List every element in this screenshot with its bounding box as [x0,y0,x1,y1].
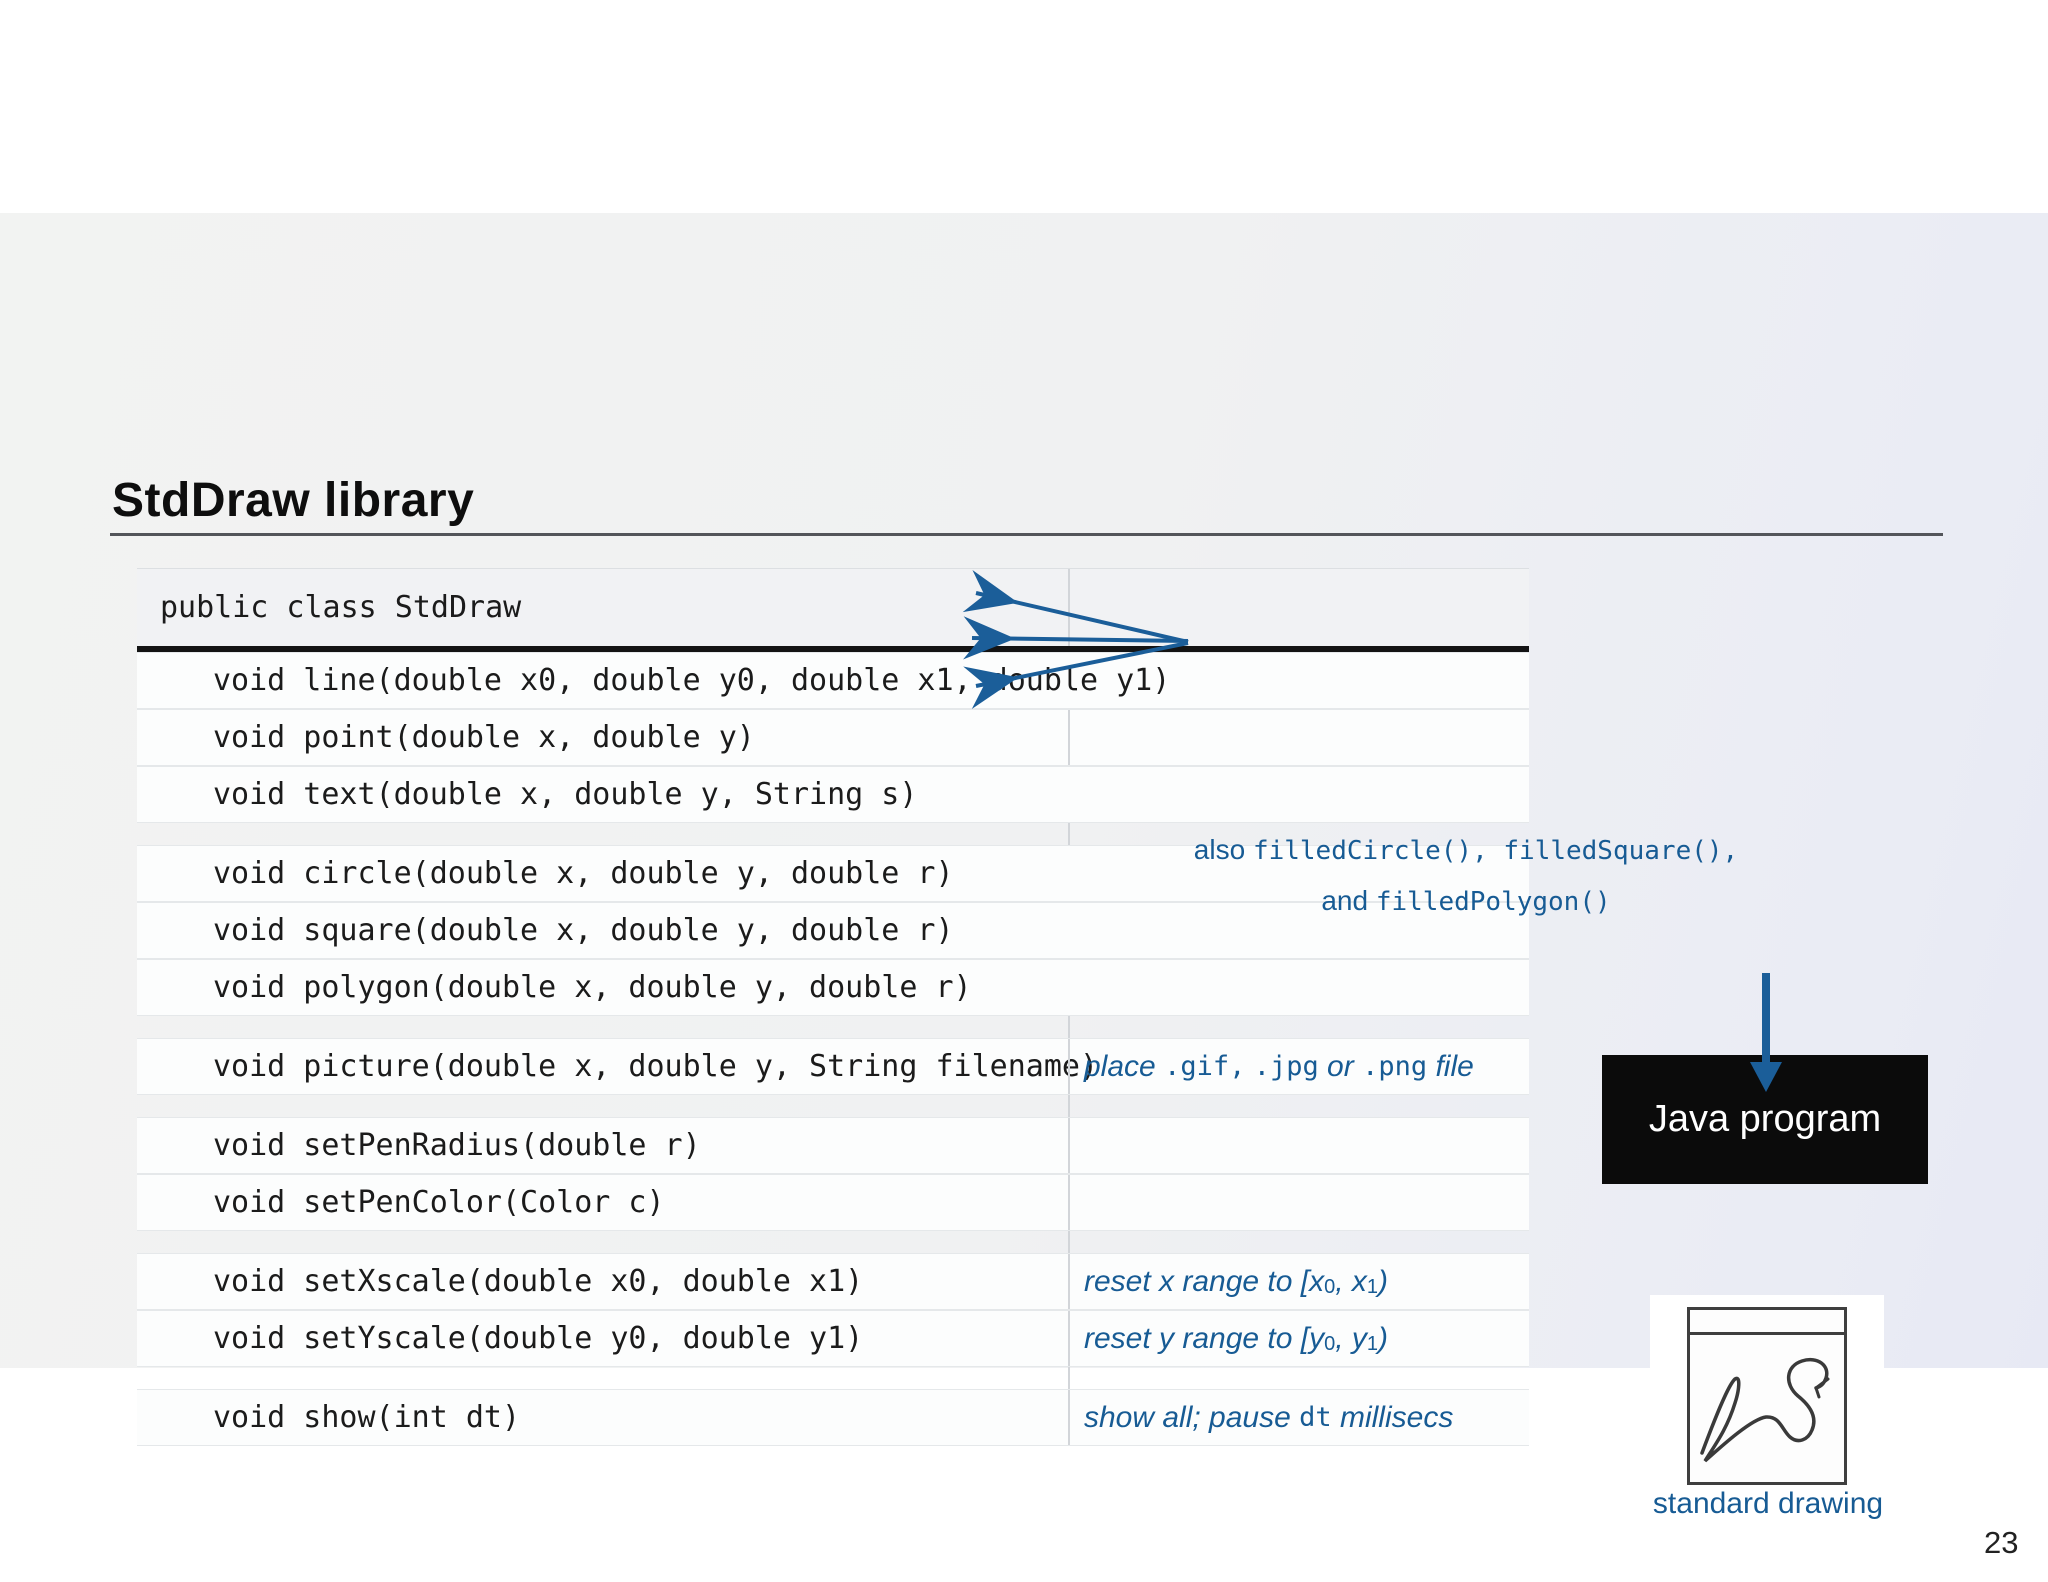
signature-cell: void text(double x, double y, String s) [213,777,918,812]
signature-cell: public class StdDraw [160,590,522,625]
table-row-polygon: void polygon(double x, double y, double … [137,959,1529,1016]
stddraw-api-table: public class StdDraw void line(double x0,… [137,568,1529,1446]
table-gap-row [137,823,1529,845]
gap-cell [137,823,1068,845]
gap-cell [137,1231,1068,1253]
annotation-cell [1068,569,1529,646]
signature-cell: void polygon(double x, double y, double … [213,970,972,1005]
table-gap-row [137,1016,1529,1038]
table-row-class-header: public class StdDraw [137,568,1529,652]
annotation-segment: .jpg [1253,1051,1319,1082]
annotation-segment: .png [1362,1051,1428,1082]
signature-cell: void setYscale(double y0, double y1) [213,1321,864,1356]
annotation-segment: 1 [1366,1276,1379,1298]
annotation-segment: 0 [1324,1333,1336,1355]
signature-cell: void square(double x, double y, double r… [213,913,954,948]
annotation-segment: dt [1299,1402,1332,1433]
table-row-setPenRadius: void setPenRadius(double r) [137,1117,1529,1174]
squiggle-drawing-icon [1700,1358,1830,1463]
signature-cell: void setPenRadius(double r) [213,1128,701,1163]
annotation-segment: 1 [1366,1333,1379,1355]
annotation-cell: show all; pause dt millisecs [1068,1390,1529,1445]
annotation-segment: millisecs [1331,1400,1454,1434]
gap-cell [137,1367,1068,1389]
annotation-segment: , x [1335,1264,1367,1298]
signature-cell: void setPenColor(Color c) [213,1185,665,1220]
java-program-box: Java program [1602,1055,1928,1184]
annotation-segment: .gif, [1164,1051,1246,1082]
signature-cell: void show(int dt) [213,1400,521,1435]
slide-background: StdDraw library public class StdDraw void… [0,213,2048,1560]
table-row-point: void point(double x, double y) [137,709,1529,766]
drawing-window-titlebar [1690,1310,1844,1335]
table-row-text: void text(double x, double y, String s) [137,766,1529,823]
table-row-show: void show(int dt) show all; pause dt mill… [137,1389,1529,1446]
table-gap-row [137,1095,1529,1117]
filled-variants-callout: also filledCircle(), filledSquare(),and … [1186,827,1746,929]
table-row-setXscale: void setXscale(double x0, double x1) rese… [137,1253,1529,1310]
page-number: 23 [1984,1525,2019,1560]
table-gap-row [137,1367,1529,1389]
table-row-picture: void picture(double x, double y, String … [137,1038,1529,1095]
annotation-cell [1068,823,1529,845]
annotation-segment [1245,1050,1253,1084]
standard-drawing-window [1687,1307,1847,1485]
title-underline [110,533,1943,536]
slide-title: StdDraw library [112,474,475,527]
annotation-cell [1068,1231,1529,1253]
signature-cell: void picture(double x, double y, String … [213,1049,1099,1084]
annotation-segment: ) [1378,1321,1389,1355]
java-program-label: Java program [1648,1098,1882,1140]
annotation-segment: filledPolygon() [1375,887,1611,917]
annotation-segment: ) [1378,1264,1389,1298]
signature-cell: void line(double x0, double y0, double x… [213,663,1171,698]
annotation-cell [1068,1095,1529,1117]
table-row-setPenColor: void setPenColor(Color c) [137,1174,1529,1231]
table-row-line: void line(double x0, double y0, double x… [137,652,1529,709]
signature-cell: void setXscale(double x0, double x1) [213,1264,864,1299]
annotation-cell [1068,1367,1529,1389]
table-row-circle: void circle(double x, double y, double r… [137,845,1529,902]
annotation-segment: reset x range to [x [1084,1264,1325,1298]
annotation-segment: show all; pause [1084,1400,1300,1434]
annotation-segment: place [1084,1049,1165,1083]
table-row-square: void square(double x, double y, double r… [137,902,1529,959]
callout-line: and filledPolygon() [1186,878,1746,929]
table-row-setYscale: void setYscale(double y0, double y1) rese… [137,1310,1529,1367]
standard-drawing-caption: standard drawing [1652,1485,1884,1525]
callout-line: also filledCircle(), filledSquare(), [1186,827,1746,878]
annotation-cell: place .gif, .jpg or .png file [1068,1039,1529,1094]
gap-cell [137,1095,1068,1117]
signature-cell: void point(double x, double y) [213,720,755,755]
gap-cell [137,1016,1068,1038]
annotation-cell [1068,1016,1529,1038]
annotation-cell [1068,1118,1529,1173]
annotation-segment: 0 [1324,1276,1336,1298]
signature-cell: void circle(double x, double y, double r… [213,856,954,891]
annotation-segment: also [1193,834,1253,865]
annotation-segment: file [1427,1049,1474,1083]
annotation-segment: filledCircle(), filledSquare(), [1252,836,1739,866]
table-gap-row [137,1231,1529,1253]
annotation-segment: and [1321,885,1376,916]
annotation-segment: , y [1335,1321,1367,1355]
annotation-cell [1068,710,1529,765]
annotation-cell [1068,1175,1529,1230]
annotation-segment: reset y range to [y [1084,1321,1325,1355]
annotation-segment: or [1318,1049,1363,1083]
